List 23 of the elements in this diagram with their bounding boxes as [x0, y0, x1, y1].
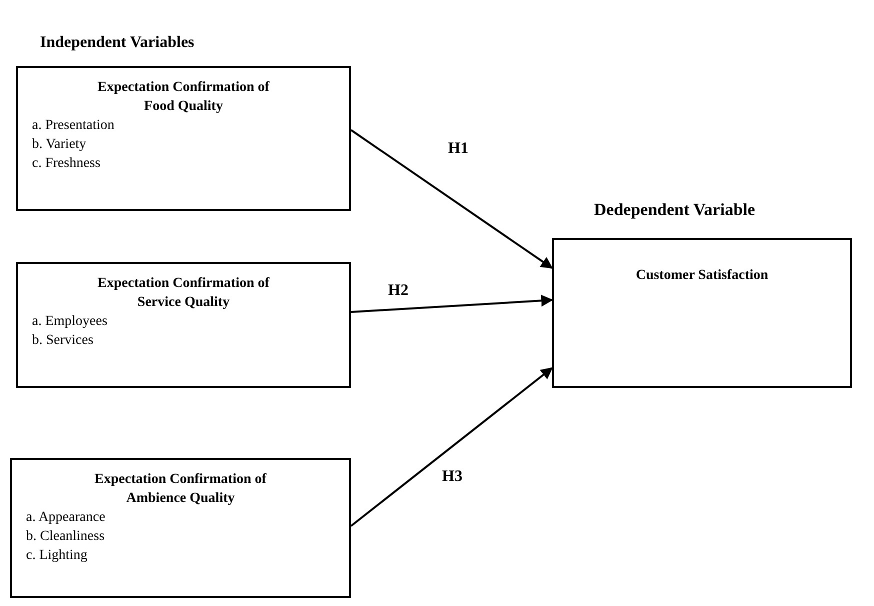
list-item: a. Presentation [32, 117, 116, 135]
arrow [350, 129, 553, 269]
list-item: a. Appearance [26, 509, 106, 527]
variable-title: Expectation Confirmation of Food Quality [96, 79, 270, 116]
list-item: b. Variety [32, 136, 88, 154]
edge-label: H3 [442, 468, 462, 486]
heading: Independent Variables [40, 34, 194, 52]
list-item: b. Services [32, 332, 94, 350]
variable-title: Expectation Confirmation of Ambience Quality [94, 471, 268, 508]
edge-label: H2 [388, 282, 408, 300]
list-item: c. Freshness [32, 155, 102, 173]
edge-label: H1 [448, 140, 468, 158]
heading: Dedependent Variable [594, 200, 756, 220]
arrow [350, 294, 554, 313]
list-item: b. Cleanliness [26, 528, 106, 546]
list-item: a. Employees [32, 313, 108, 331]
arrow [350, 367, 553, 527]
variable-title: Expectation Confirmation of Service Quality [96, 275, 270, 312]
variable-box [16, 262, 351, 388]
list-item: c. Lighting [26, 547, 88, 565]
variable-box [16, 66, 351, 211]
variable-box [10, 458, 351, 598]
variable-title: Customer Satisfaction [634, 267, 770, 285]
